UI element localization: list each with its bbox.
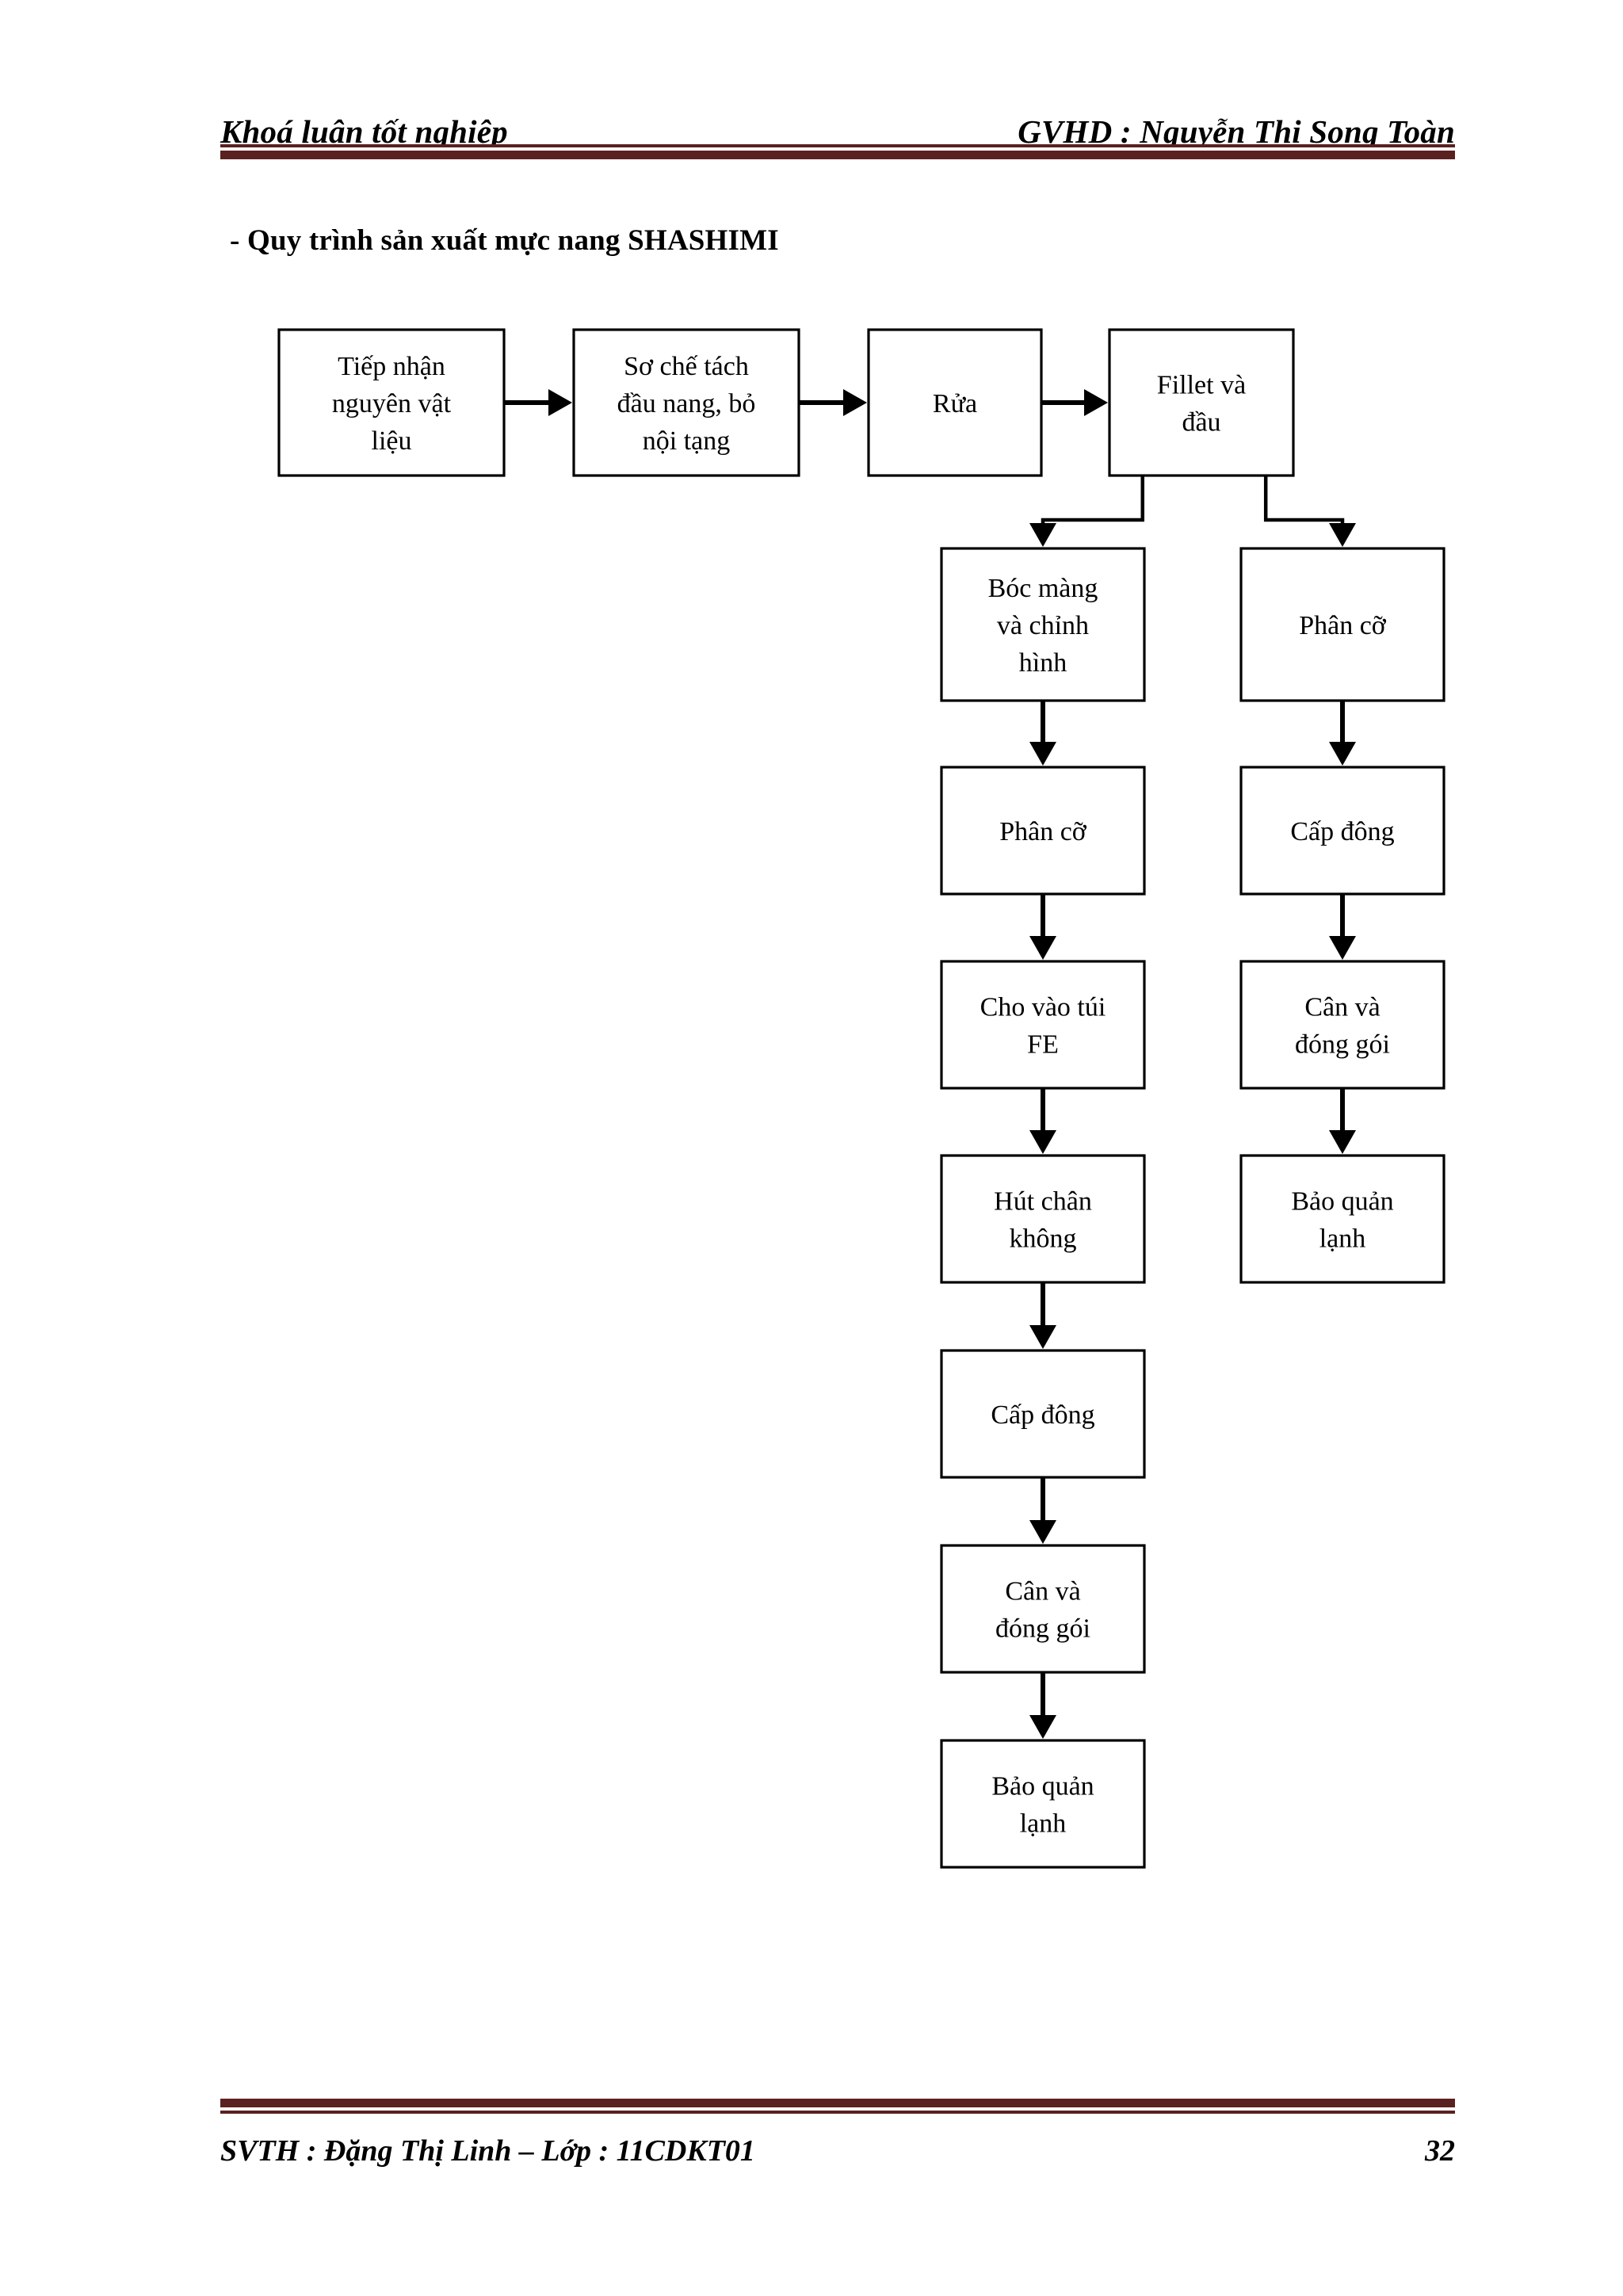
- flow-edge-n5-to-n7: [1029, 701, 1056, 766]
- footer-rule-thick: [220, 2099, 1455, 2107]
- flow-edge-n13-to-n14: [1029, 1477, 1056, 1544]
- flow-edges: [504, 389, 1356, 1739]
- header-rule-thin: [220, 144, 1455, 147]
- flow-node-label: Phân cỡ: [1299, 611, 1387, 640]
- flow-node-box: [1239, 960, 1445, 1090]
- footer-student-info: SVTH : Đặng Thị Linh – Lớp : 11CDKT01: [220, 2134, 755, 2168]
- flow-node-n8: Cấp đông: [1239, 766, 1445, 896]
- flow-node-box: [1239, 547, 1445, 702]
- flow-node-box: [277, 328, 506, 477]
- flow-node-box: [940, 960, 1146, 1090]
- flow-node-box: [940, 1154, 1146, 1284]
- header-rule: [220, 144, 1455, 159]
- flow-edge-n14-to-n15: [1029, 1672, 1056, 1739]
- flow-edge-n11-to-n13: [1029, 1282, 1056, 1349]
- flow-node-box: [572, 328, 800, 477]
- page-header: Khoá luận tốt nghiệp GVHD : Nguyễn Thị S…: [220, 86, 1455, 149]
- flow-node-box: [940, 1544, 1146, 1674]
- flow-edge-n9-to-n11: [1029, 1088, 1056, 1154]
- flow-node-box: [1239, 1154, 1445, 1284]
- page-footer: SVTH : Đặng Thị Linh – Lớp : 11CDKT01 32: [220, 2134, 1455, 2168]
- header-left-title: Khoá luận tốt nghiệp: [220, 113, 508, 150]
- flow-node-box: [1239, 766, 1445, 896]
- header-right-advisor: GVHD : Nguyễn Thị Song Toàn: [1018, 113, 1455, 150]
- flow-node-n7: Phân cỡ: [940, 766, 1146, 896]
- flow-edge-n1-to-n2: [504, 389, 572, 416]
- footer-rule-gap: [220, 2107, 1455, 2111]
- section-heading: - Quy trình sản xuất mực nang SHASHIMI: [230, 224, 779, 257]
- flow-node-box: [867, 328, 1043, 477]
- flow-node-box: [940, 1739, 1146, 1869]
- flow-node-box: [940, 547, 1146, 702]
- flow-edge-n4-to-n6: [1263, 476, 1356, 547]
- flow-node-box: [940, 766, 1146, 896]
- flow-node-label: Rửa: [933, 389, 977, 418]
- header-rule-thick: [220, 151, 1455, 159]
- flow-edge-n2-to-n3: [799, 389, 867, 416]
- flow-node-n13: Cấp đông: [940, 1349, 1146, 1479]
- footer-rule-thin: [220, 2111, 1455, 2114]
- flow-node-n6: Phân cỡ: [1239, 547, 1445, 702]
- flow-node-label: Phân cỡ: [999, 817, 1087, 846]
- flow-edge-n8-to-n10: [1329, 894, 1356, 960]
- flow-edge-n10-to-n12: [1329, 1088, 1356, 1154]
- flow-node-label: Cấp đông: [1290, 817, 1394, 846]
- flow-edge-n3-to-n4: [1041, 389, 1108, 416]
- flow-edge-n7-to-n9: [1029, 894, 1056, 960]
- footer-rule: [220, 2099, 1455, 2114]
- flow-node-box: [1108, 328, 1295, 477]
- flow-edge-n6-to-n8: [1329, 701, 1356, 766]
- flow-edge-n4-to-n5: [1029, 476, 1145, 547]
- flow-node-label: Cấp đông: [991, 1400, 1094, 1430]
- header-rule-gap: [220, 147, 1455, 151]
- footer-page-number: 32: [1425, 2134, 1455, 2168]
- flow-node-n3: Rửa: [867, 328, 1043, 477]
- flow-node-box: [940, 1349, 1146, 1479]
